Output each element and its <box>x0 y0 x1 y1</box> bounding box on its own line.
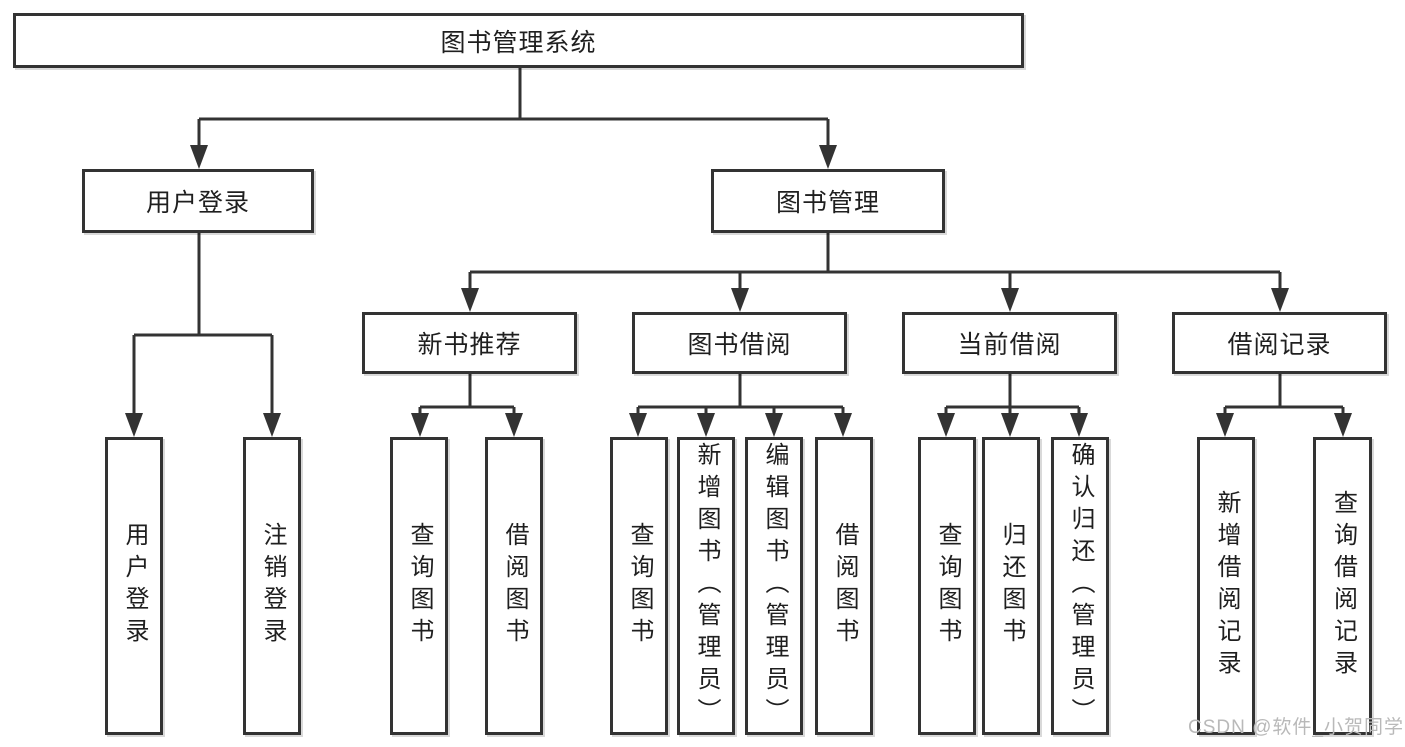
node-label: 用户登录 <box>145 189 250 217</box>
leaf-return-book: 归还图书 <box>982 437 1040 735</box>
node-library-management-system: 图书管理系统 <box>13 13 1024 68</box>
leaf-query-books-recommend: 查询图书 <box>390 437 448 735</box>
leaf-add-borrow-record: 新增借阅记录 <box>1197 437 1255 735</box>
arrowhead-group <box>125 145 1352 437</box>
node-label: 新增借阅记录 <box>1213 490 1240 682</box>
leaf-query-books-borrow: 查询图书 <box>610 437 668 735</box>
node-label: 查询图书 <box>626 522 653 650</box>
node-label: 查询图书 <box>406 522 433 650</box>
node-label: 图书借阅 <box>687 331 792 359</box>
node-label: 图书管理 <box>775 189 880 217</box>
node-label: 用户登录 <box>121 522 148 650</box>
leaf-borrow-books-recommend: 借阅图书 <box>485 437 543 735</box>
node-label: 查询图书 <box>934 522 961 650</box>
leaf-query-books-current: 查询图书 <box>918 437 976 735</box>
leaf-query-borrow-record: 查询借阅记录 <box>1313 437 1372 735</box>
node-current-borrowing: 当前借阅 <box>902 312 1117 374</box>
node-label: 新增图书（管理员） <box>693 442 720 730</box>
node-label: 借阅图书 <box>831 522 858 650</box>
node-label: 新书推荐 <box>417 331 522 359</box>
node-new-book-recommendation: 新书推荐 <box>362 312 577 374</box>
leaf-confirm-return-admin: 确认归还（管理员） <box>1051 437 1109 735</box>
node-label: 注销登录 <box>259 522 286 650</box>
node-label: 借阅记录 <box>1227 331 1332 359</box>
leaf-add-book-admin: 新增图书（管理员） <box>677 437 735 735</box>
node-book-borrowing: 图书借阅 <box>632 312 847 374</box>
leaf-user-login: 用户登录 <box>105 437 163 735</box>
leaf-edit-book-admin: 编辑图书（管理员） <box>745 437 803 735</box>
node-label: 当前借阅 <box>957 331 1062 359</box>
node-borrowing-records: 借阅记录 <box>1172 312 1387 374</box>
node-label: 确认归还（管理员） <box>1067 442 1094 730</box>
node-book-management: 图书管理 <box>711 169 945 233</box>
csdn-watermark: CSDN @软件_小贺同学 <box>1188 717 1404 738</box>
node-user-login: 用户登录 <box>82 169 314 233</box>
leaf-borrow-books: 借阅图书 <box>815 437 873 735</box>
node-label: 编辑图书（管理员） <box>761 442 788 730</box>
node-label: 归还图书 <box>998 522 1025 650</box>
node-label: 借阅图书 <box>501 522 528 650</box>
node-label: 查询借阅记录 <box>1329 490 1357 682</box>
node-label: 图书管理系统 <box>440 28 597 57</box>
leaf-logout: 注销登录 <box>243 437 301 735</box>
